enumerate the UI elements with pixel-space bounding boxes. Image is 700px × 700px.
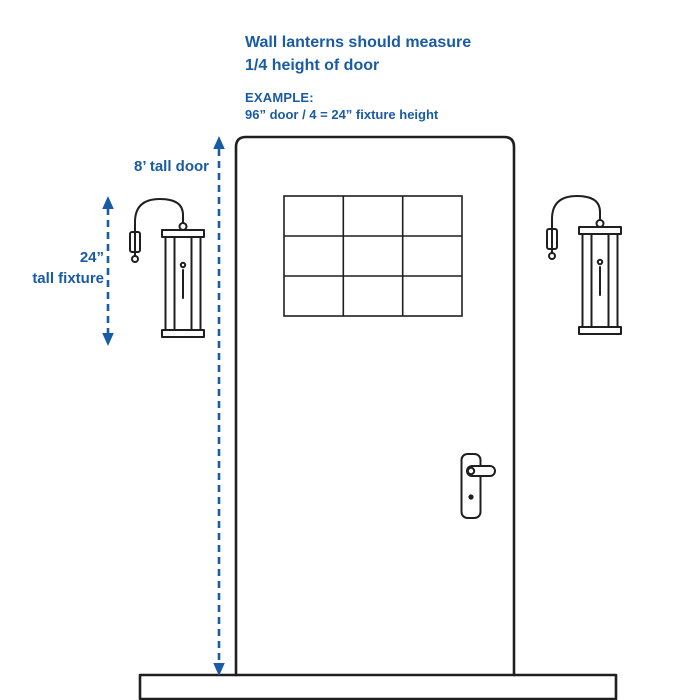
fixture-height-caption: tall fixture [32,270,104,287]
fixture-height-label: 24” tall fixture [6,247,104,289]
door-step [138,673,618,700]
fixture-height-value: 24” [79,249,104,266]
page-title: Wall lanterns should measure 1/4 height … [245,31,471,77]
door-handle [460,453,496,519]
fixture-height-dimension-line [102,196,114,346]
door-window-grid [283,195,463,317]
example-formula: 96” door / 4 = 24” fixture height [245,107,439,122]
title-line-1: Wall lanterns should measure [245,34,472,51]
wall-lantern-right-illustration [546,195,622,335]
door-height-dimension-line [213,136,225,676]
example-heading: EXAMPLE: [245,90,314,105]
title-line-2: 1/4 height of door [245,57,380,74]
wall-lantern-left-illustration [129,198,205,338]
door-illustration [138,135,618,700]
door-height-label: 8’ tall door [133,158,209,175]
